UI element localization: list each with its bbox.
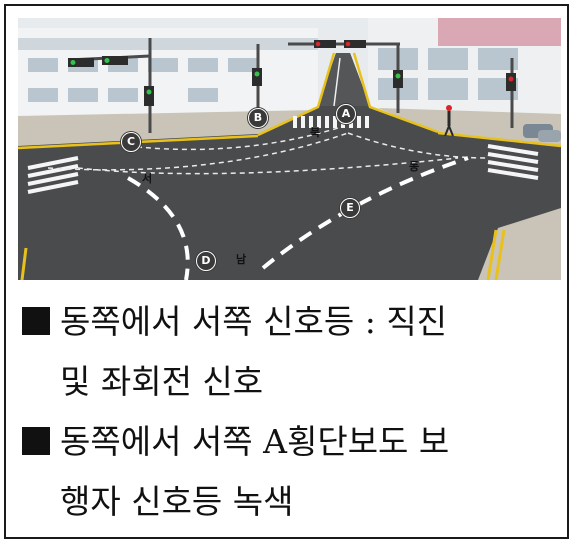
direction-west: 서 (142, 172, 153, 185)
marker-b: B (248, 108, 268, 128)
square-bullet-icon (22, 427, 50, 455)
direction-south: 남 (236, 253, 247, 266)
note-item-1: 동쪽에서 서쪽 신호등 : 직진 (22, 292, 562, 352)
note-item-1-text: 동쪽에서 서쪽 신호등 : 직진 (60, 302, 448, 341)
note-item-2-text: 동쪽에서 서쪽 A횡단보도 보 (60, 422, 450, 461)
marker-d: D (196, 251, 216, 271)
intersection-illustration: A B C D E 북 남 동 서 (18, 18, 561, 280)
direction-east: 동 (409, 160, 420, 173)
note-item-2: 동쪽에서 서쪽 A횡단보도 보 (22, 412, 562, 472)
intersection-drawing (18, 18, 561, 280)
direction-north: 북 (310, 126, 321, 139)
note-item-1-continued: 및 좌회전 신호 (22, 352, 562, 412)
marker-a: A (336, 104, 356, 124)
note-item-2-text-continued: 행자 신호등 녹색 (60, 482, 294, 521)
marker-c: C (121, 132, 141, 152)
note-item-1-text-continued: 및 좌회전 신호 (60, 362, 264, 401)
square-bullet-icon (22, 307, 50, 335)
note-item-2-continued: 행자 신호등 녹색 (22, 472, 562, 532)
marker-e: E (340, 198, 360, 218)
signal-notes: 동쪽에서 서쪽 신호등 : 직진 및 좌회전 신호 동쪽에서 서쪽 A횡단보도 … (22, 292, 562, 532)
